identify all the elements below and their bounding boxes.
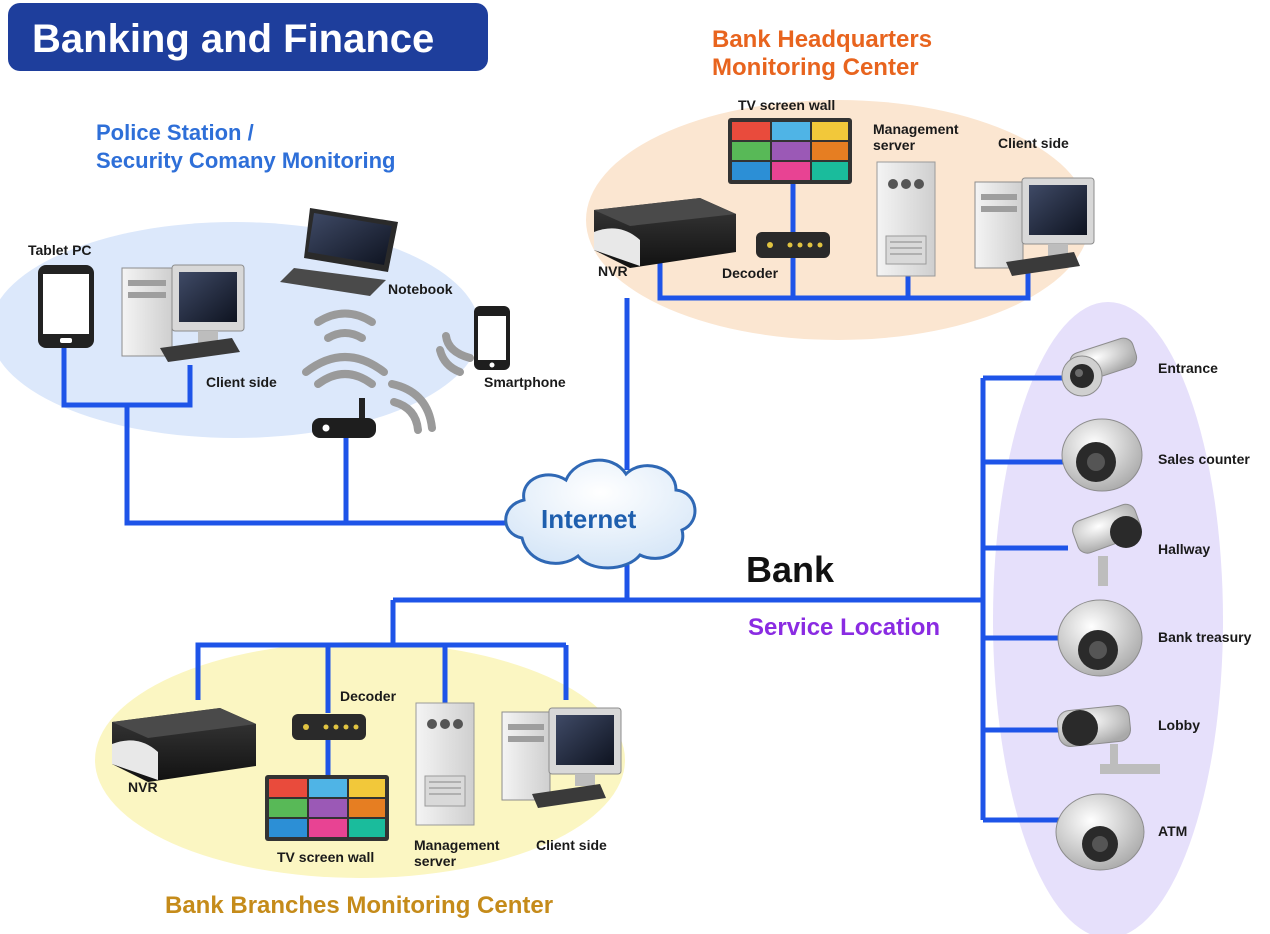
svg-text:Police Station /: Police Station /: [96, 120, 254, 145]
branch-nvr-icon: [112, 708, 256, 782]
notebook-label: Notebook: [388, 281, 453, 297]
camera-label-hallway: Hallway: [1158, 541, 1210, 557]
hq-heading-line2: Monitoring Center: [712, 54, 919, 81]
page-title: Banking and Finance: [32, 17, 434, 61]
hq-client-label: Client side: [998, 135, 1069, 151]
hq-tv-screen-wall-icon: [728, 118, 852, 184]
tablet-pc-label: Tablet PC: [28, 242, 92, 258]
hq-mgmt-label-line2: server: [873, 137, 916, 153]
police-heading-line2: Security Comany Monitoring: [96, 148, 395, 173]
svg-text:Security Comany Monitoring: Security Comany Monitoring: [96, 148, 395, 173]
atm-camera-icon: [1055, 793, 1145, 871]
hq-nvr-label: NVR: [598, 263, 628, 279]
smartphone-icon: [474, 306, 510, 370]
camera-label-bank-treasury: Bank treasury: [1158, 629, 1252, 645]
svg-text:server: server: [873, 137, 916, 153]
svg-text:Management: Management: [873, 121, 959, 137]
hq-mgmt-label-line1: Management: [873, 121, 959, 137]
title-banner: Banking and Finance: [8, 3, 488, 71]
camera-label-lobby: Lobby: [1158, 717, 1200, 733]
camera-label-entrance: Entrance: [1158, 360, 1218, 376]
branch-client-label: Client side: [536, 837, 607, 853]
client-computer-icon: [121, 264, 245, 362]
hq-client-computer-icon: [974, 177, 1095, 276]
branch-tv-screen-wall-icon: [265, 775, 389, 841]
bank-treasury-camera-icon: [1057, 599, 1143, 677]
internet-cloud: Internet: [504, 458, 697, 570]
camera-label-sales-counter: Sales counter: [1158, 451, 1250, 467]
hq-tv-wall-label: TV screen wall: [738, 97, 835, 113]
branch-tv-wall-label: TV screen wall: [277, 849, 374, 865]
hq-zone: [586, 100, 1090, 340]
police-client-label: Client side: [206, 374, 277, 390]
notebook-icon: [280, 208, 398, 296]
service-location-label: Service Location: [748, 614, 940, 641]
branch-mgmt-label-line1: Management: [414, 837, 500, 853]
police-heading-line1: Police Station /: [96, 120, 254, 145]
internet-label: Internet: [541, 504, 637, 534]
hallway-camera-icon: [1072, 503, 1142, 586]
hq-nvr-icon: [594, 198, 736, 268]
svg-text:Bank Headquarters: Bank Headquarters: [712, 26, 932, 53]
branch-zone: [95, 642, 625, 878]
router-icon: [312, 398, 376, 438]
sales-counter-camera-icon: [1061, 418, 1143, 492]
svg-text:server: server: [414, 853, 457, 869]
hq-heading-line1: Bank Headquarters: [712, 26, 932, 53]
tablet-pc-icon: [38, 265, 94, 348]
bank-label: Bank: [746, 549, 835, 590]
svg-text:Monitoring Center: Monitoring Center: [712, 54, 919, 81]
camera-label-atm: ATM: [1158, 823, 1187, 839]
branch-decoder-icon: [292, 714, 366, 740]
hq-decoder-icon: [756, 232, 830, 258]
svg-text:Management: Management: [414, 837, 500, 853]
branch-client-computer-icon: [501, 707, 622, 808]
branch-mgmt-label-line2: server: [414, 853, 457, 869]
branch-nvr-label: NVR: [128, 779, 158, 795]
branches-heading: Bank Branches Monitoring Center: [165, 892, 553, 919]
smartphone-label: Smartphone: [484, 374, 566, 390]
wifi-signal-icon: [302, 309, 474, 434]
branch-management-server-icon: [415, 702, 475, 826]
lobby-camera-icon: [1057, 705, 1160, 774]
hq-management-server-icon: [876, 161, 936, 277]
branch-decoder-label: Decoder: [340, 688, 397, 704]
network-wires: [61, 184, 1068, 823]
entrance-camera-icon: [1061, 337, 1138, 397]
hq-decoder-label: Decoder: [722, 265, 779, 281]
